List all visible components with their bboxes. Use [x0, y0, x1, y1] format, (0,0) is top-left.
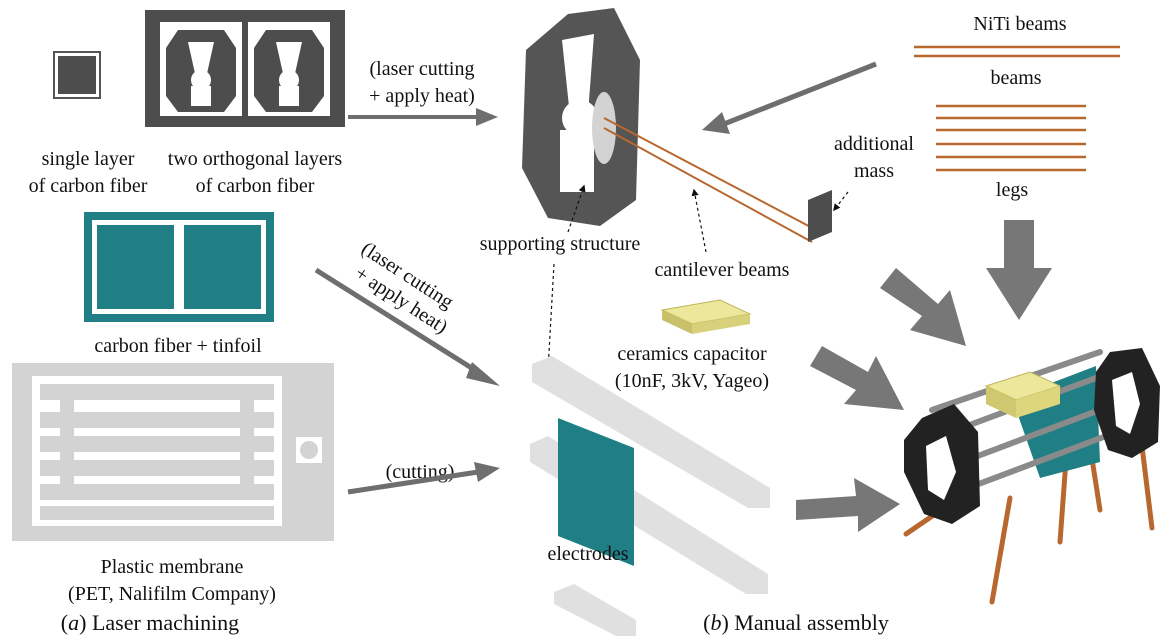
leg-beams-lines: [936, 104, 1086, 172]
label-plastic-membrane: Plastic membrane: [101, 556, 244, 578]
assembled-robot: [903, 348, 1160, 605]
label-carbon-tinfoil: carbon fiber + tinfoil: [94, 335, 262, 357]
label-two-layers: two orthogonal layers: [168, 148, 343, 170]
niti-beams-lines: [914, 45, 1120, 58]
membrane-electrodes-exploded: [530, 356, 770, 636]
label-single-layer: single layer: [42, 148, 135, 170]
label-legs: legs: [996, 179, 1028, 201]
label-electrodes: electrodes: [547, 543, 628, 565]
arrow-laser-cutting-diagonal: [314, 267, 500, 386]
carbon-tinfoil-sheet: [84, 212, 274, 322]
label-mass: mass: [854, 160, 894, 182]
label-laser-cutting-top: (laser cutting: [370, 58, 475, 80]
label-capacitor-2: (10nF, 3kV, Yageo): [615, 370, 769, 392]
caption-b: (b) Manual assembly: [703, 610, 889, 635]
caption-a: (a) Laser machining: [61, 610, 239, 635]
label-beams: beams: [990, 67, 1041, 89]
capacitor-icon: [660, 299, 752, 334]
label-laser-cutting-top-2: + apply heat): [369, 85, 475, 107]
label-niti-beams: NiTi beams: [973, 13, 1066, 35]
label-plastic-membrane-2: (PET, Nalifilm Company): [68, 583, 276, 605]
arrow-cutting: [347, 462, 500, 495]
arrow-niti-to-frame: [702, 61, 877, 134]
supporting-structure-frame: [522, 8, 832, 243]
single-layer-carbon-fiber: [53, 51, 101, 99]
orthogonal-layers-sheet: [145, 10, 345, 127]
label-cantilever-beams: cantilever beams: [655, 259, 790, 281]
label-supporting-structure: supporting structure: [480, 233, 641, 255]
plastic-membrane-sheet: [12, 363, 334, 541]
arrow-laser-cutting-top: [348, 108, 498, 126]
label-capacitor: ceramics capacitor: [617, 343, 767, 365]
label-two-layers-2: of carbon fiber: [196, 175, 315, 197]
pointer-lines: [544, 184, 849, 372]
label-additional: additional: [834, 133, 914, 155]
label-single-layer-2: of carbon fiber: [29, 175, 148, 197]
assembly-arrows: [796, 220, 1052, 532]
